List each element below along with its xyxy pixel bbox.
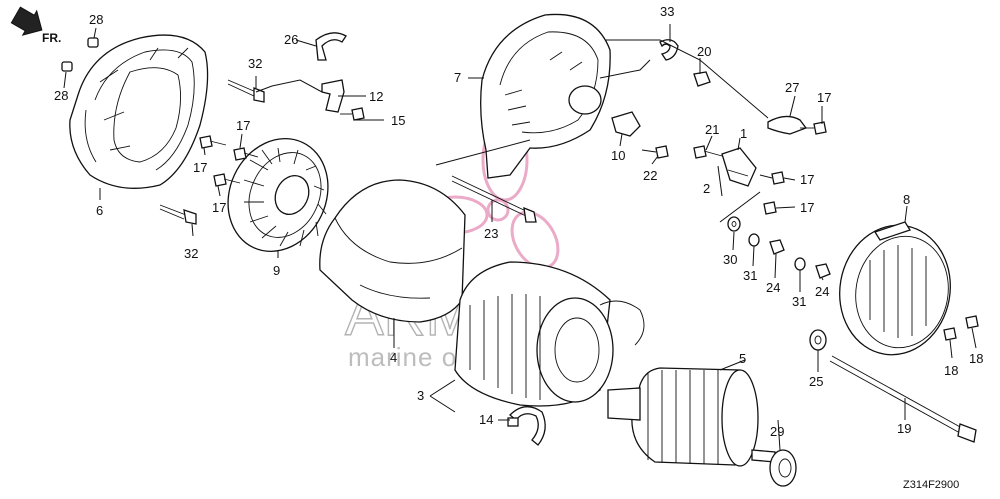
bolt-15 bbox=[340, 107, 365, 121]
bolt-18-a bbox=[965, 315, 979, 329]
callout-33: 33 bbox=[660, 4, 674, 19]
grommet-upper bbox=[87, 37, 99, 48]
rear-housing-part bbox=[480, 13, 611, 179]
callout-4: 4 bbox=[390, 350, 397, 365]
callout-17-d: 17 bbox=[817, 90, 831, 105]
callout-24-b: 24 bbox=[815, 284, 829, 299]
bolt-32-lower bbox=[159, 204, 197, 225]
clamp-27 bbox=[767, 115, 808, 135]
callout-22: 22 bbox=[643, 168, 657, 183]
cooling-fan-part bbox=[227, 138, 329, 252]
callout-23: 23 bbox=[484, 226, 498, 241]
callout-17-b: 17 bbox=[193, 160, 207, 175]
terminal-block-1 bbox=[721, 147, 757, 187]
callout-31-b: 31 bbox=[792, 294, 806, 309]
front-direction-label: FR. bbox=[42, 31, 61, 45]
callout-21: 21 bbox=[705, 122, 719, 137]
callout-24-a: 24 bbox=[766, 280, 780, 295]
terminal-10 bbox=[611, 111, 641, 137]
callout-31-a: 31 bbox=[743, 268, 757, 283]
callout-3: 3 bbox=[417, 388, 424, 403]
callout-9: 9 bbox=[273, 263, 280, 278]
callout-27: 27 bbox=[785, 80, 799, 95]
bolt-17-f bbox=[763, 201, 777, 215]
callout-8: 8 bbox=[903, 192, 910, 207]
callout-12: 12 bbox=[369, 89, 383, 104]
clip-26 bbox=[315, 32, 347, 61]
callout-17-a: 17 bbox=[236, 118, 250, 133]
callout-2: 2 bbox=[703, 181, 710, 196]
callout-19: 19 bbox=[897, 421, 911, 436]
bolt-17-c bbox=[213, 173, 241, 187]
grommet-lower bbox=[61, 61, 73, 72]
clamp-part bbox=[507, 406, 546, 446]
callout-17-f: 17 bbox=[800, 200, 814, 215]
rotor-part bbox=[607, 367, 776, 467]
bolt-17-e bbox=[771, 171, 785, 185]
callout-18-b: 18 bbox=[944, 363, 958, 378]
washer-31-b bbox=[794, 257, 806, 271]
bearing-part bbox=[769, 449, 797, 487]
leader-lines bbox=[63, 24, 977, 451]
washer-30 bbox=[727, 216, 741, 232]
callout-14: 14 bbox=[479, 412, 493, 427]
rear-cover-part bbox=[839, 221, 951, 356]
callout-25: 25 bbox=[809, 374, 823, 389]
callout-20: 20 bbox=[697, 44, 711, 59]
drawing-code: Z314F2900 bbox=[903, 479, 959, 491]
bolt-22 bbox=[641, 145, 669, 159]
callout-26: 26 bbox=[284, 32, 298, 47]
hardware-group bbox=[159, 32, 979, 341]
front-direction-indicator: FR. bbox=[10, 6, 61, 45]
bolt-18-b bbox=[943, 327, 957, 341]
bolt-21 bbox=[693, 145, 723, 159]
washer-31-a bbox=[748, 233, 760, 247]
callout-5: 5 bbox=[739, 351, 746, 366]
bracket-12 bbox=[321, 79, 345, 113]
nut-20 bbox=[693, 71, 711, 87]
callout-18-a: 18 bbox=[969, 351, 983, 366]
callout-1: 1 bbox=[740, 126, 747, 141]
washer-25-part bbox=[809, 329, 827, 351]
callout-28-a: 28 bbox=[89, 12, 103, 27]
fan-cover-part bbox=[61, 34, 209, 189]
bolt-17-d bbox=[800, 121, 827, 135]
callout-labels: 1 2 3 4 5 6 7 8 9 10 12 14 15 17 17 17 1… bbox=[54, 4, 983, 439]
pin-2 bbox=[717, 165, 723, 197]
callout-7: 7 bbox=[454, 70, 461, 85]
callout-28-b: 28 bbox=[54, 88, 68, 103]
nut-24-a bbox=[769, 239, 785, 255]
nut-24-b bbox=[815, 263, 831, 279]
stator-cover-part bbox=[319, 179, 466, 323]
callout-10: 10 bbox=[611, 148, 625, 163]
long-bolt-part bbox=[829, 355, 977, 443]
callout-17-c: 17 bbox=[212, 200, 226, 215]
callout-17-e: 17 bbox=[800, 172, 814, 187]
stator-part bbox=[454, 261, 645, 407]
bolt-17-a bbox=[199, 135, 227, 149]
bolt-17-b bbox=[233, 147, 259, 161]
callout-15: 15 bbox=[391, 113, 405, 128]
callout-30: 30 bbox=[723, 252, 737, 267]
callout-32-a: 32 bbox=[248, 56, 262, 71]
clip-33 bbox=[659, 39, 679, 61]
callout-6: 6 bbox=[96, 203, 103, 218]
callout-29: 29 bbox=[770, 424, 784, 439]
callout-32-b: 32 bbox=[184, 246, 198, 261]
through-bolt-23-part bbox=[451, 175, 537, 223]
